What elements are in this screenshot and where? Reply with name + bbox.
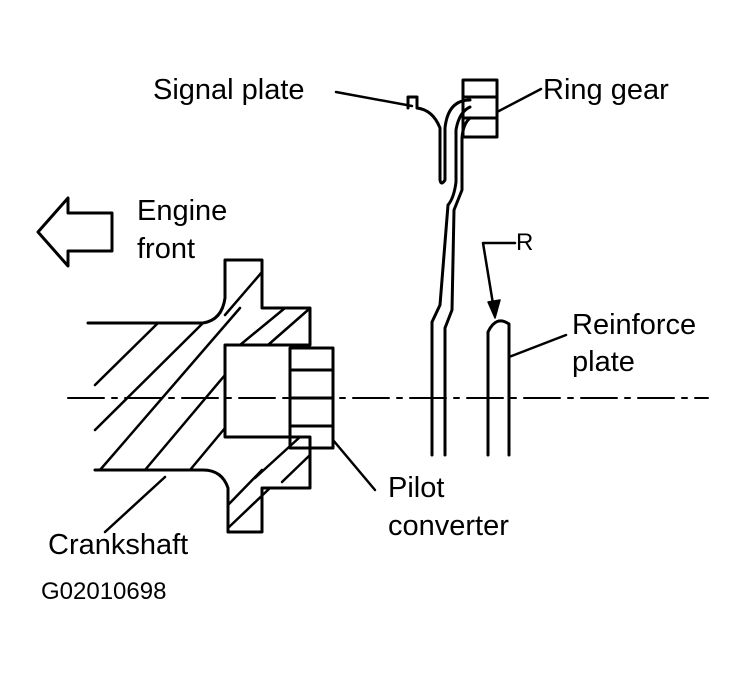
label-signal-plate: Signal plate	[153, 74, 305, 106]
label-engine: Engine	[137, 195, 228, 227]
leader-ring-gear	[495, 87, 543, 114]
label-r: R	[516, 229, 534, 256]
leader-r	[481, 241, 517, 318]
label-crankshaft: Crankshaft	[48, 529, 189, 561]
figure-code: G02010698	[41, 578, 167, 605]
signal-plate	[406, 95, 472, 185]
label-pilot: Pilot	[388, 472, 445, 504]
drive-plate	[430, 105, 472, 457]
label-reinforce: Reinforce	[572, 309, 697, 341]
label-converter: converter	[388, 510, 509, 542]
ring-gear	[461, 78, 499, 139]
leader-reinforce-plate	[507, 333, 568, 359]
leader-pilot-converter	[331, 438, 377, 492]
leader-crankshaft	[103, 475, 167, 534]
reinforce-plate	[486, 319, 511, 457]
label-plate: plate	[572, 346, 635, 378]
leader-r-arrowhead	[487, 299, 501, 319]
crankshaft-outline	[86, 258, 312, 534]
arrow-left-icon	[36, 196, 114, 268]
leader-signal-plate	[334, 90, 414, 108]
label-front: front	[137, 233, 196, 265]
crankshaft-hatching	[93, 270, 312, 530]
label-ring-gear: Ring gear	[543, 74, 669, 106]
